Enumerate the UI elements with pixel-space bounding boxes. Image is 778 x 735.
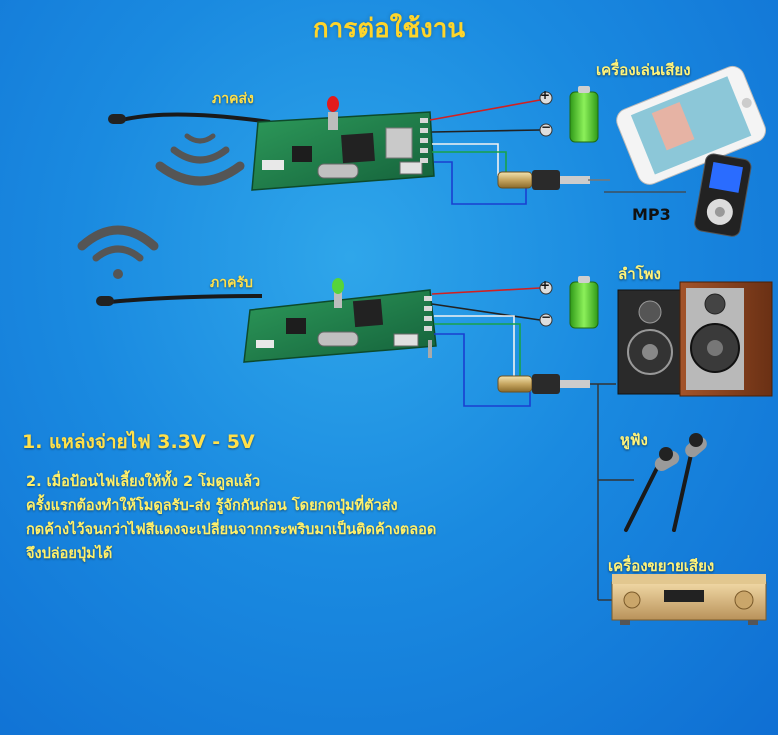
tx-minus-label: − [541,120,552,134]
pairing-note-line: กดค้างไว้จนกว่าไฟสีแดงจะเปลี่ยนจากกระพริ… [26,522,437,538]
player-label: เครื่องเล่นเสียง [596,61,691,79]
rx-battery-icon [569,276,599,329]
rx-minus-label: − [541,310,552,324]
earphone-icon [624,433,707,532]
rx-wires [431,287,541,407]
rx-module [243,278,437,363]
earphone-label: หูฟัง [620,431,648,449]
tx-battery-icon [569,86,599,143]
rx-plus-label: + [540,278,551,292]
tx-antenna [108,112,271,124]
rx-polarity [539,281,553,327]
rx-output-branches [590,383,634,601]
amplifier-icon [611,574,767,625]
tx-audio-jack-icon [497,170,610,190]
receiver-label: ภาครับ [210,275,253,291]
smartphone-icon [616,65,767,185]
tx-module [251,96,435,191]
mp3-player-icon [694,153,752,237]
rx-antenna [96,294,263,306]
tx-wires [429,99,541,205]
tx-plus-label: + [540,88,551,102]
mp3-label: MP3 [632,205,671,224]
rx-audio-jack-icon [497,374,590,394]
speaker-icon [617,281,773,397]
power-note: 1. แหล่งจ่ายไฟ 3.3V - 5V [22,431,255,453]
tx-polarity [539,91,553,137]
speaker-label: ลำโพง [618,265,661,283]
pairing-note-line: ครั้งแรกต้องทำให้โมดูลรับ-ส่ง รู้จักกันก… [26,498,398,514]
amplifier-label: เครื่องขยายเสียง [608,557,715,575]
signal-in-icon [77,225,159,279]
pairing-note-line: 2. เมื่อป้อนไฟเลี้ยงให้ทั้ง 2 โมดูลแล้ว [26,474,261,490]
signal-out-icon [155,133,245,186]
pairing-notes: 2. เมื่อป้อนไฟเลี้ยงให้ทั้ง 2 โมดูลแล้ว … [26,470,436,566]
page-title: การต่อใช้งาน [312,14,466,44]
transmitter-label: ภาคส่ง [212,91,254,107]
pairing-note-line: จึงปล่อยปุ่มได้ [26,546,113,562]
